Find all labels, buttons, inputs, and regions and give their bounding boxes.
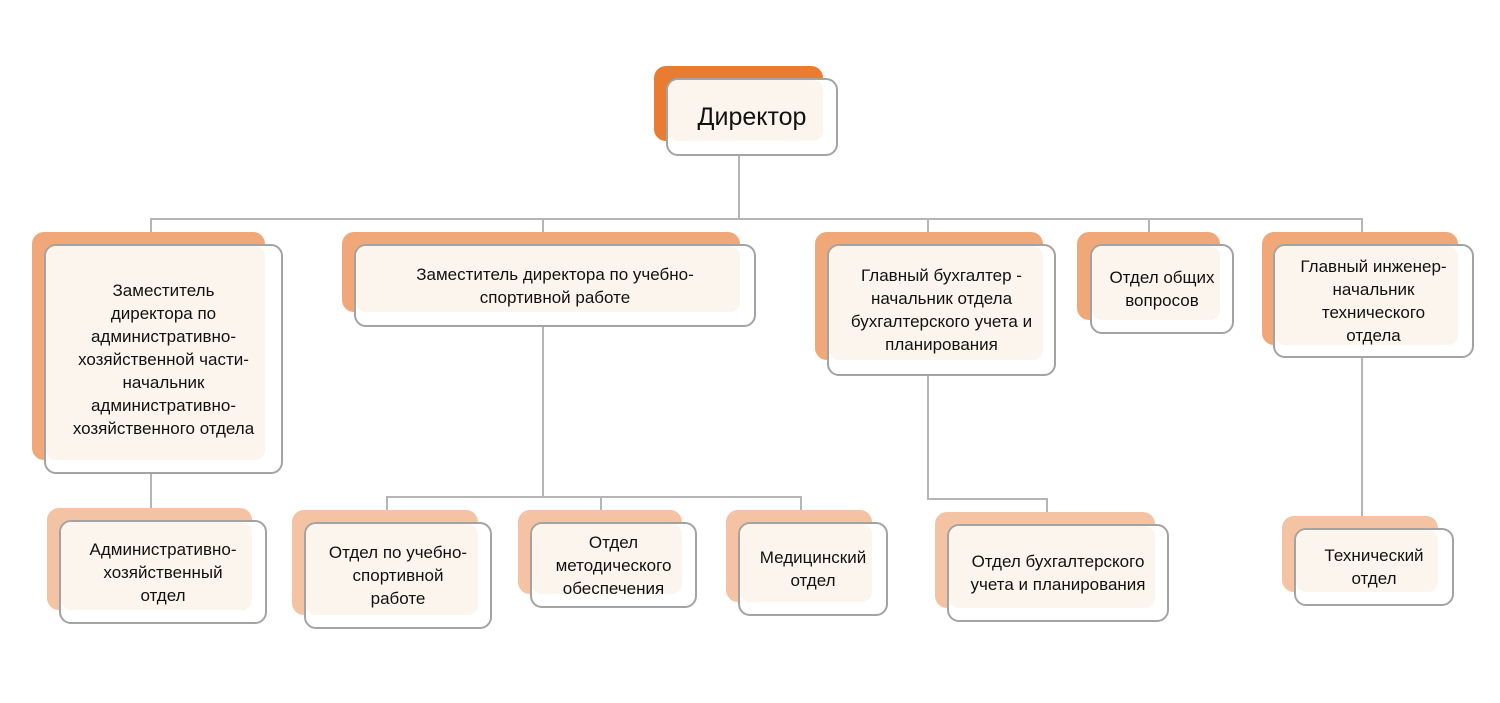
connector-line xyxy=(800,496,802,510)
connector-line xyxy=(386,496,388,510)
sport-dept-box: Отдел по учебно- спортивной работе xyxy=(304,522,492,629)
method-dept-label: Отдел методического обеспечения xyxy=(555,532,672,598)
connector-line xyxy=(386,496,802,498)
deputy-sport-box: Заместитель директора по учебно- спортив… xyxy=(354,244,756,327)
connector-line xyxy=(600,496,602,510)
connector-line xyxy=(1361,358,1363,516)
accounting-dept-box: Отдел бухгалтерского учета и планировани… xyxy=(947,524,1169,622)
connector-line xyxy=(542,327,544,497)
general-dept-box: Отдел общих вопросов xyxy=(1090,244,1234,334)
connector-line xyxy=(1361,218,1363,232)
admin-dept-box: Административно- хозяйственный отдел xyxy=(59,520,267,624)
admin-dept-label: Административно- хозяйственный отдел xyxy=(89,539,237,605)
chief-accountant-box: Главный бухгалтер - начальник отдела бух… xyxy=(827,244,1056,376)
deputy-admin-label: Заместитель директора по административно… xyxy=(72,280,255,438)
connector-line xyxy=(927,376,929,498)
director-box: Директор xyxy=(666,78,838,156)
sport-dept-label: Отдел по учебно- спортивной работе xyxy=(328,543,468,608)
technical-dept-box: Технический отдел xyxy=(1294,528,1454,606)
medical-dept-label: Медицинский отдел xyxy=(759,548,867,590)
accounting-dept-label: Отдел бухгалтерского учета и планировани… xyxy=(970,552,1146,594)
connector-line xyxy=(150,474,152,510)
connector-line xyxy=(150,218,1362,220)
deputy-admin-box: Заместитель директора по административно… xyxy=(44,244,283,474)
connector-line xyxy=(542,218,544,232)
connector-line xyxy=(738,156,740,218)
connector-line xyxy=(150,218,152,232)
connector-line xyxy=(1046,498,1048,512)
technical-dept-label: Технический отдел xyxy=(1324,546,1424,588)
chief-engineer-box: Главный инженер- начальник технического … xyxy=(1273,244,1474,358)
chief-accountant-label: Главный бухгалтер - начальник отдела бух… xyxy=(850,266,1033,354)
connector-line xyxy=(927,218,929,232)
connector-line xyxy=(927,498,1047,500)
method-dept-box: Отдел методического обеспечения xyxy=(530,522,697,608)
general-dept-label: Отдел общих вопросов xyxy=(1109,268,1215,310)
director-label: Директор xyxy=(697,103,807,131)
medical-dept-box: Медицинский отдел xyxy=(738,522,888,616)
connector-line xyxy=(1148,218,1150,232)
chief-engineer-label: Главный инженер- начальник технического … xyxy=(1300,257,1447,345)
deputy-sport-label: Заместитель директора по учебно- спортив… xyxy=(416,264,694,307)
